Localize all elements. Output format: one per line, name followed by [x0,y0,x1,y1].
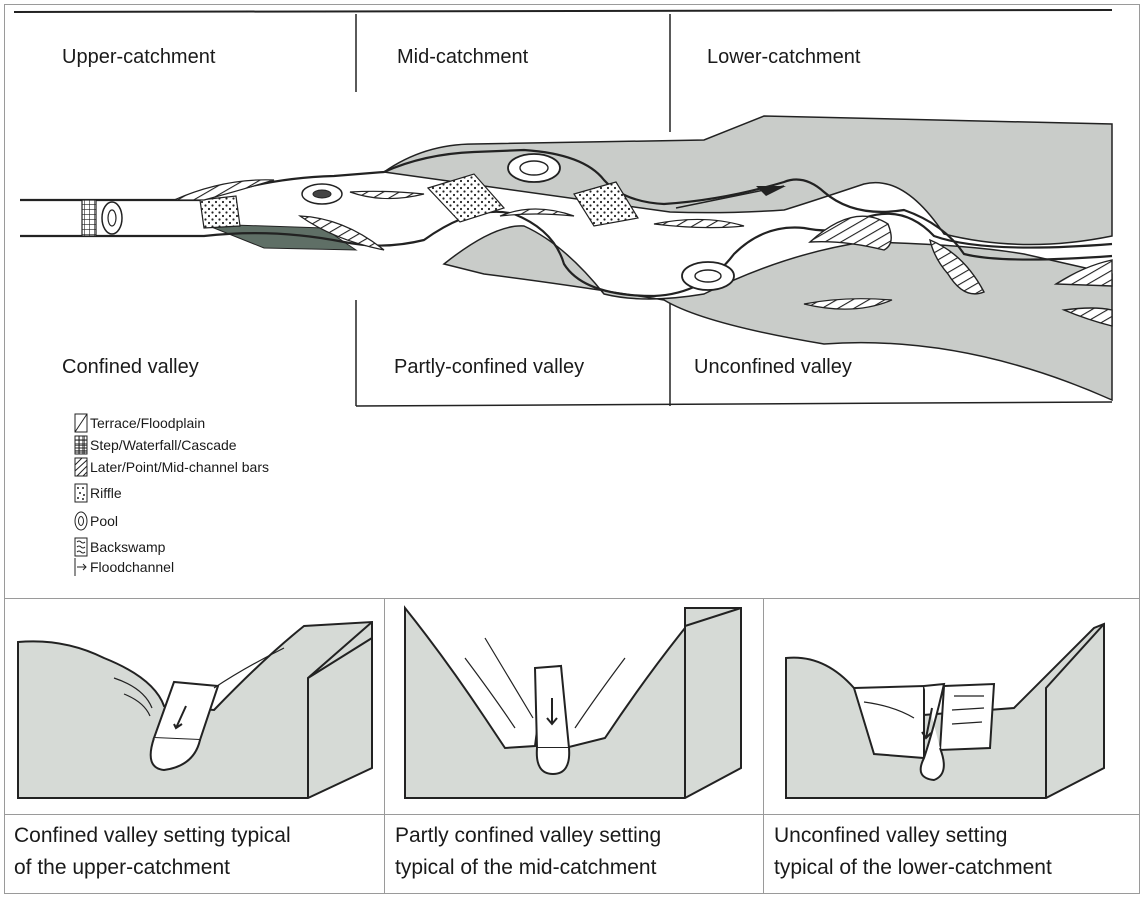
cross-section-grid: Confined valley setting typical of the u… [4,598,1140,894]
bar-feature-3 [350,191,424,198]
caption-line: typical of the lower-catchment [774,852,1052,884]
riffle-feature-1 [200,196,240,228]
valley-unconfined-label: Unconfined valley [694,356,852,379]
channel-bar-icon [74,457,88,477]
zone-upper-label: Upper-catchment [62,46,215,69]
pool-feature-3 [508,154,560,182]
riffle-icon [74,483,88,503]
valley-partly-label: Partly-confined valley [394,356,584,379]
legend-label: Later/Point/Mid-channel bars [90,459,269,475]
bottom-rule [356,402,1112,406]
caption-line: of the upper-catchment [14,852,291,884]
cross-section-confined: Confined valley setting typical of the u… [4,598,384,894]
legend-label: Terrace/Floodplain [90,415,205,431]
bar-feature-4 [500,209,574,216]
terrace-floodplain-icon [74,413,88,433]
caption-partly-confined: Partly confined valley setting typical o… [395,820,661,884]
legend-item: Pool [74,510,118,532]
step-waterfall-icon [74,435,88,455]
legend-item: Step/Waterfall/Cascade [74,434,237,456]
legend-item: Later/Point/Mid-channel bars [74,456,269,478]
legend-item: Backswamp [74,536,165,558]
caption-line: Partly confined valley setting [395,820,661,852]
pool-feature-4 [682,262,734,290]
legend-label: Riffle [90,485,122,501]
bar-feature-5 [654,219,744,227]
step-feature [82,200,96,236]
caption-unconfined: Unconfined valley setting typical of the… [774,820,1052,884]
legend-label: Floodchannel [90,559,174,575]
legend-label: Step/Waterfall/Cascade [90,437,237,453]
zone-mid-label: Mid-catchment [397,46,528,69]
zone-lower-label: Lower-catchment [707,46,860,69]
caption-confined: Confined valley setting typical of the u… [14,820,291,884]
legend-label: Backswamp [90,539,165,555]
caption-line: Confined valley setting typical [14,820,291,852]
unconfined-valley-sketch [764,598,1141,808]
longitudinal-profile-panel: Upper-catchment Mid-catchment Lower-catc… [4,4,1140,598]
legend-item: Riffle [74,482,122,504]
partly-confined-valley-sketch [385,598,764,808]
legend-label: Pool [90,513,118,529]
valley-confined-label: Confined valley [62,356,199,379]
legend-item: Floodchannel [74,556,174,578]
river-profile-drawing [4,4,1140,598]
top-rule [14,10,1112,12]
backswamp-icon [74,537,88,557]
legend-item: Terrace/Floodplain [74,412,205,434]
caption-line: typical of the mid-catchment [395,852,661,884]
confined-valley-sketch [4,598,384,808]
pool-feature-1 [102,202,122,234]
floodchannel-arrow-icon [74,557,88,577]
upper-floodplain [384,116,1112,245]
cross-section-partly-confined: Partly confined valley setting typical o… [384,598,763,894]
pool-icon [74,511,88,531]
cross-section-unconfined: Unconfined valley setting typical of the… [763,598,1140,894]
caption-line: Unconfined valley setting [774,820,1052,852]
